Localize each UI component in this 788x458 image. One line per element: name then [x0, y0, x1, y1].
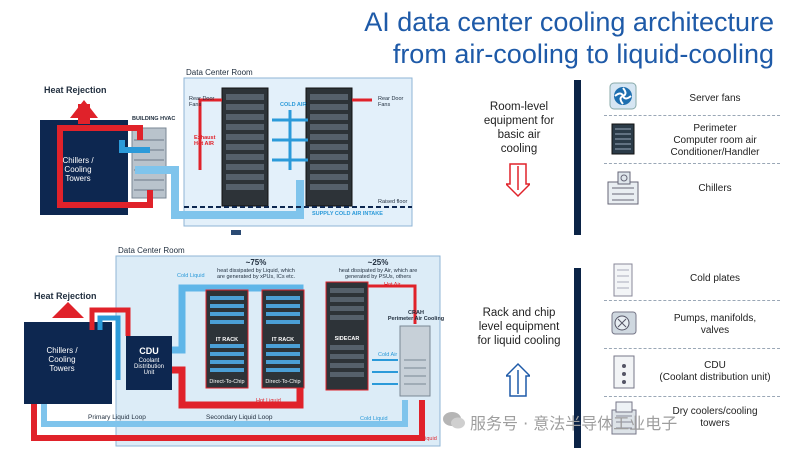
legend-divider: [604, 300, 780, 302]
top-chillers-label: Chillers / Cooling Towers: [62, 156, 94, 183]
rack-level-label: Rack and chip level equipment for liquid…: [477, 307, 561, 347]
top-cold-air-label: COLD AIR: [280, 102, 307, 108]
top-heat-rejection-label: Heat Rejection: [44, 85, 107, 95]
crah-label: CRAH Perimeter Air Cooling: [387, 310, 445, 322]
bottom-room-label: Data Center Room: [118, 246, 185, 255]
hot-liquid-mid-label: Hot Liquid: [256, 398, 281, 404]
it-rack-1-label: IT RACK: [215, 337, 239, 343]
primary-loop-label: Primary Liquid Loop: [88, 414, 146, 421]
top-rear-fans-right: Rear Door Fans: [378, 96, 404, 108]
top-hot-loop: [57, 125, 143, 140]
secondary-loop-label: Secondary Liquid Loop: [206, 414, 273, 421]
legend-divider: [604, 348, 780, 350]
legend-divider: [604, 396, 780, 398]
top-exhaust-label: Exhaust Hot AIR: [194, 135, 216, 147]
top-legend-bar: [574, 80, 581, 235]
hot-liquid-bottom-label: Hot Liquid: [412, 436, 437, 442]
legend-pumps: Pumps, manifolds, valves: [673, 313, 757, 336]
hot-air-label: Hot Air: [384, 282, 401, 288]
legend-cdu: CDU (Coolant distribution unit): [659, 360, 771, 383]
top-raised-floor-label: Raised floor: [378, 199, 408, 205]
cold-air-label: Cold Air: [378, 352, 398, 358]
chiller-icon: [604, 168, 644, 211]
cdu-sub-label: Coolant Distribution Unit: [133, 358, 164, 376]
top-rear-fans-left: Rear Door Fans: [189, 96, 215, 108]
legend-divider: [604, 163, 780, 165]
legend-server-fans: Server fans: [689, 93, 741, 104]
top-hvac-label: BUILDING HVAC: [132, 116, 176, 122]
dtc-1-label: Direct-To-Chip: [209, 379, 245, 385]
cold-liquid-top-label: Cold Liquid: [177, 273, 205, 279]
legend-divider: [604, 115, 780, 117]
room-level-label: Room-level equipment for basic air cooli…: [483, 101, 555, 155]
pump-icon: [608, 306, 640, 343]
top-cold-loop: [119, 140, 150, 153]
pct-25-label: ~25%: [367, 258, 389, 267]
title-line-1: AI data center cooling architecture: [364, 7, 774, 37]
cdu-icon: [608, 354, 640, 395]
air-cooling-diagram: [40, 77, 413, 235]
crac-icon: [604, 122, 640, 161]
crah-unit: [399, 325, 431, 397]
liquid-up-icon: [506, 362, 530, 397]
cdu-label: CDU: [139, 346, 159, 356]
legend-chillers: Chillers: [698, 183, 732, 194]
cold-liquid-bottom-label: Cold Liquid: [360, 416, 388, 422]
cold-plate-icon: [608, 262, 638, 303]
dtc-2-label: Direct-To-Chip: [265, 379, 301, 385]
pct-25-desc: heat dissipated by Air, which are genera…: [338, 268, 418, 280]
bottom-legend-bar: [574, 268, 581, 448]
legend-dry-coolers: Dry coolers/cooling towers: [672, 406, 758, 429]
bottom-cdu-block: [126, 336, 172, 390]
top-supply-label: SUPPLY COLD AIR INTAKE: [312, 211, 383, 217]
bottom-heat-rejection-label: Heat Rejection: [34, 291, 97, 301]
hot-air-up-icon: [506, 163, 530, 198]
legend-cold-plates: Cold plates: [689, 273, 741, 284]
liquid-cooling-diagram: [24, 255, 441, 447]
sidecar-label: SIDECAR: [334, 336, 360, 342]
fan-icon: [604, 82, 644, 112]
bottom-chillers-label: Chillers / Cooling Towers: [46, 346, 78, 373]
legend-perimeter-crac: Perimeter Computer room air Conditioner/…: [670, 123, 760, 158]
it-rack-2-label: IT RACK: [271, 337, 295, 343]
pct-75-desc: heat dissipated by Liquid, which are gen…: [217, 268, 295, 280]
top-room-label: Data Center Room: [186, 68, 253, 77]
dry-cooler-icon: [608, 400, 640, 441]
title-line-2: from air-cooling to liquid-cooling: [392, 39, 774, 69]
watermark-text: 服务号 · 意法半导体工业电子: [470, 414, 678, 433]
page-title: AI data center cooling architecture from…: [364, 6, 774, 70]
bottom-chiller-block: [24, 322, 112, 404]
wechat-icon: [442, 410, 466, 435]
top-chiller-block: [40, 120, 128, 215]
pct-75-label: ~75%: [245, 258, 267, 267]
